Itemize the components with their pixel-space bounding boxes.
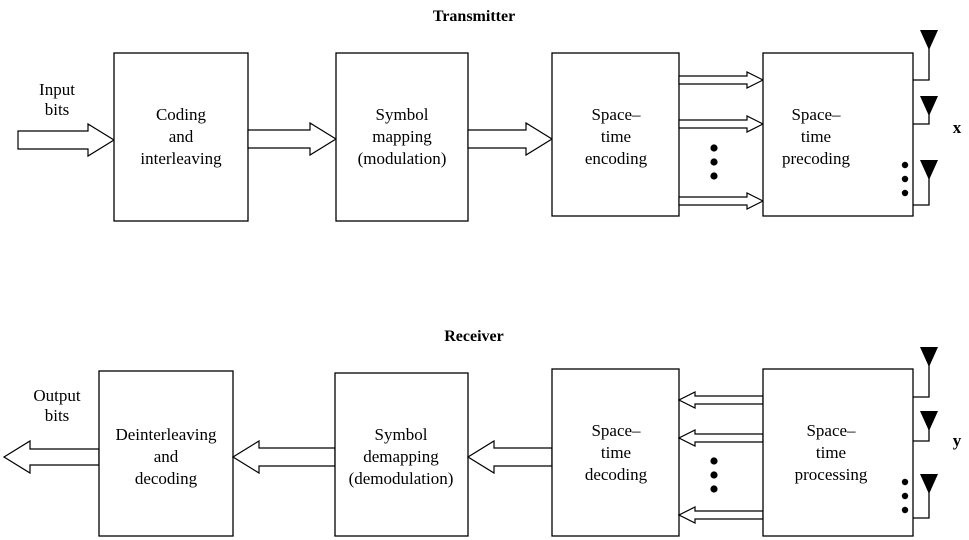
antenna-feed-line bbox=[913, 426, 930, 442]
processing-to-decoding-arrow-1 bbox=[677, 391, 764, 409]
space-time-encoding-label-line1: Space– bbox=[591, 105, 641, 124]
mapping-to-encoding-arrow bbox=[467, 121, 554, 157]
ellipsis-dot bbox=[710, 457, 718, 465]
ellipsis-dot bbox=[710, 471, 718, 479]
receiver-heading: Receiver bbox=[444, 328, 504, 345]
spacetime-decoding-to-demapping-arrow bbox=[466, 439, 553, 475]
ellipsis-dot bbox=[710, 144, 718, 152]
space-time-precoding-label-line2: time bbox=[801, 127, 831, 146]
antenna-ellipsis-dot bbox=[901, 189, 909, 197]
antenna-icon bbox=[920, 474, 938, 494]
symbol-demapping-block bbox=[334, 372, 469, 537]
antenna-ellipsis-dot bbox=[901, 492, 909, 500]
receive-signal-symbol: y bbox=[953, 431, 962, 450]
antenna-icon bbox=[920, 30, 938, 50]
output-bits-label-line2: bits bbox=[45, 406, 70, 425]
antenna-ellipsis-dot bbox=[901, 175, 909, 183]
symbol-mapping-label-line3: (modulation) bbox=[358, 149, 447, 168]
antenna-icon bbox=[920, 160, 938, 180]
space-time-processing-label-line2: time bbox=[816, 443, 846, 462]
coding-interleaving-label-line2: and bbox=[169, 127, 194, 146]
space-time-decoding-label-line3: decoding bbox=[585, 465, 648, 484]
output-bits-label-line1: Output bbox=[33, 386, 81, 405]
space-time-decoding-label-line1: Space– bbox=[591, 421, 641, 440]
deinterleaving-decoding-block bbox=[98, 370, 234, 537]
antenna-feed-line bbox=[913, 362, 930, 398]
space-time-processing-block bbox=[762, 368, 914, 537]
antenna-ellipsis-dot bbox=[901, 161, 909, 169]
space-time-precoding-label-line3: precoding bbox=[782, 149, 850, 168]
symbol-demapping-label-line2: demapping bbox=[363, 447, 439, 466]
processing-to-decoding-arrow-2 bbox=[677, 429, 764, 447]
space-time-precoding-block bbox=[762, 52, 914, 217]
space-time-decoding-label-line2: time bbox=[601, 443, 631, 462]
output-bits-arrow bbox=[2, 439, 100, 475]
symbol-mapping-block bbox=[335, 52, 469, 222]
deinterleaving-decoding-label-line1: Deinterleaving bbox=[115, 425, 217, 444]
transmitter-heading: Transmitter bbox=[433, 8, 515, 25]
ellipsis-dot bbox=[710, 158, 718, 166]
coding-interleaving-label-line3: interleaving bbox=[140, 149, 222, 168]
coding-interleaving-label-line1: Coding bbox=[156, 105, 207, 124]
symbol-mapping-label-line1: Symbol bbox=[376, 105, 429, 124]
antenna-feed-line bbox=[913, 490, 930, 519]
antenna-icon bbox=[920, 411, 938, 431]
input-bits-label-line1: Input bbox=[39, 80, 75, 99]
antenna-ellipsis-dot bbox=[901, 478, 909, 486]
symbol-demapping-label-line1: Symbol bbox=[375, 425, 428, 444]
encoding-to-precoding-arrow-3 bbox=[678, 192, 765, 210]
space-time-encoding-block bbox=[551, 52, 680, 217]
space-time-encoding-label-line2: time bbox=[601, 127, 631, 146]
antenna-ellipsis-dot bbox=[901, 506, 909, 514]
space-time-processing-label-line1: Space– bbox=[806, 421, 856, 440]
space-time-encoding-label-line3: encoding bbox=[585, 149, 648, 168]
antenna-icon bbox=[920, 96, 938, 116]
symbol-demapping-label-line3: (demodulation) bbox=[349, 469, 454, 488]
antenna-feed-line bbox=[913, 44, 930, 81]
space-time-decoding-block bbox=[551, 368, 680, 537]
ellipsis-dot bbox=[710, 485, 718, 493]
antenna-icon bbox=[920, 347, 938, 367]
space-time-processing-label-line3: processing bbox=[795, 465, 868, 484]
symbol-mapping-label-line2: mapping bbox=[372, 127, 432, 146]
deinterleaving-decoding-label-line3: decoding bbox=[135, 469, 198, 488]
input-bits-label-line2: bits bbox=[45, 100, 70, 119]
coding-to-mapping-arrow bbox=[247, 121, 338, 157]
input-bits-arrow bbox=[17, 122, 116, 158]
deinterleaving-decoding-label-line2: and bbox=[154, 447, 179, 466]
antenna-feed-line bbox=[913, 110, 930, 125]
coding-interleaving-block bbox=[113, 52, 249, 222]
processing-to-decoding-arrow-3 bbox=[677, 506, 764, 524]
demapping-to-decoding-arrow bbox=[231, 439, 336, 475]
ellipsis-dot bbox=[710, 172, 718, 180]
transmit-signal-symbol: x bbox=[953, 118, 962, 137]
space-time-precoding-label-line1: Space– bbox=[791, 105, 841, 124]
encoding-to-precoding-arrow-2 bbox=[678, 115, 765, 133]
antenna-feed-line bbox=[913, 178, 930, 206]
encoding-to-precoding-arrow-1 bbox=[678, 71, 765, 89]
